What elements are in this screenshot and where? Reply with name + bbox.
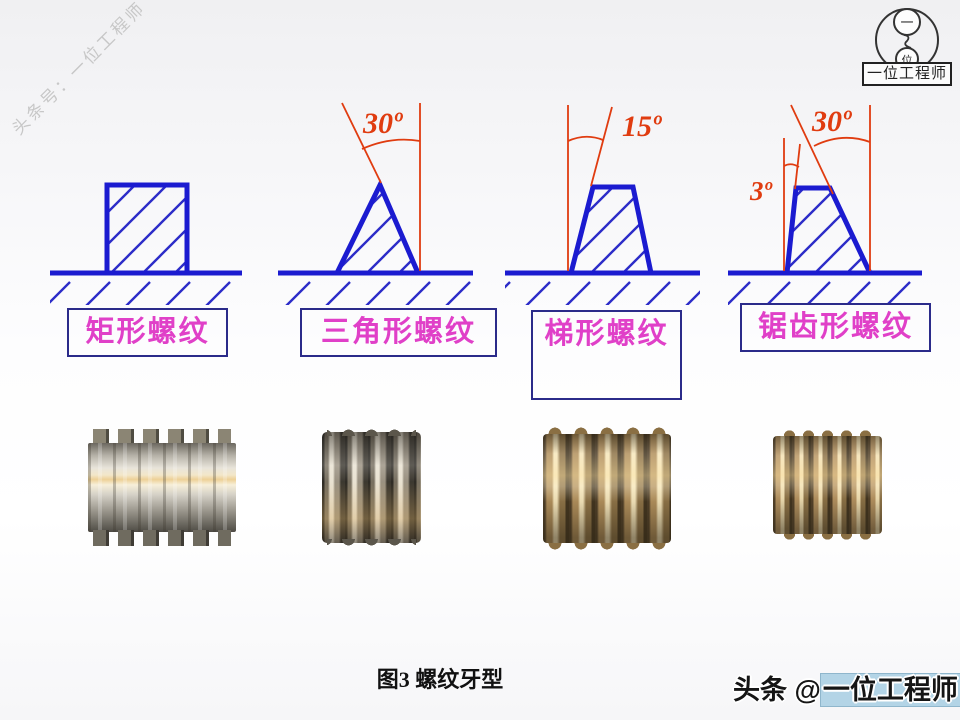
photo-teeth xyxy=(327,420,416,436)
photo-teeth xyxy=(548,543,666,559)
triangular-profile-outline xyxy=(332,179,422,276)
photo-teeth xyxy=(93,429,231,445)
photo-cylinder xyxy=(322,432,421,543)
label-rectangular-thread: 矩形螺纹 xyxy=(67,308,228,357)
dimension-flank-line xyxy=(590,106,613,187)
label-triangular-thread: 三角形螺纹 xyxy=(300,308,497,357)
photo-teeth xyxy=(778,422,877,436)
label-buttress-thread: 锯齿形螺纹 xyxy=(740,303,931,352)
photo-trapezoidal-thread xyxy=(543,418,671,559)
footer-credit-prefix: 头条 @ xyxy=(733,675,821,705)
dimension-arc-small xyxy=(783,163,800,168)
brand-logo: 一 位 一位工程师 xyxy=(860,4,956,94)
angle-label-30: 30º xyxy=(362,107,403,140)
photo-triangular-thread xyxy=(322,420,421,555)
footer-credit: 头条 @一位工程师 xyxy=(733,668,960,707)
label-trapezoidal-thread: 梯形螺纹 xyxy=(531,310,682,400)
figure-caption: 图3 螺纹牙型 xyxy=(376,667,504,692)
ground-hatch xyxy=(728,277,922,305)
thread-profile-diagrams: 30º 15º 3º 30º xyxy=(50,102,922,305)
angle-label-30: 30º xyxy=(811,105,852,138)
photo-teeth xyxy=(327,539,416,555)
buttress-thread-diagram: 3º 30º xyxy=(728,104,922,305)
triangular-thread-diagram: 30º xyxy=(278,102,473,305)
logo-bottom-char: 位 xyxy=(902,53,913,67)
angle-label-3: 3º xyxy=(749,176,773,206)
angle-label-15: 15º xyxy=(622,110,662,143)
footer-credit-highlight: 一位工程师 xyxy=(820,674,960,706)
photo-cylinder xyxy=(88,443,236,532)
trapezoidal-thread-diagram: 15º xyxy=(505,105,700,305)
photo-teeth xyxy=(778,534,877,548)
photo-teeth xyxy=(548,418,666,434)
photo-cylinder xyxy=(543,434,671,543)
dimension-flank-line xyxy=(341,102,382,184)
photo-buttress-thread xyxy=(773,422,882,548)
rectangular-profile-outline xyxy=(104,182,190,276)
photo-rectangular-thread xyxy=(88,429,236,546)
ground-hatch xyxy=(278,277,473,305)
ground-hatch xyxy=(505,277,700,305)
dimension-arc xyxy=(813,136,871,147)
ground-hatch xyxy=(50,277,242,305)
dimension-slant-flank-line xyxy=(790,104,834,195)
dimension-arc xyxy=(361,138,421,150)
buttress-profile-outline xyxy=(784,185,874,276)
trapezoidal-profile-outline xyxy=(567,184,655,276)
logo-squiggle xyxy=(903,34,912,49)
logo-top-char: 一 xyxy=(900,15,913,30)
dimension-arc xyxy=(567,135,604,142)
rectangular-thread-diagram xyxy=(50,182,242,305)
photo-cylinder xyxy=(773,436,882,534)
photo-teeth xyxy=(93,530,231,546)
logo-name-box: 一位工程师 xyxy=(862,62,952,86)
